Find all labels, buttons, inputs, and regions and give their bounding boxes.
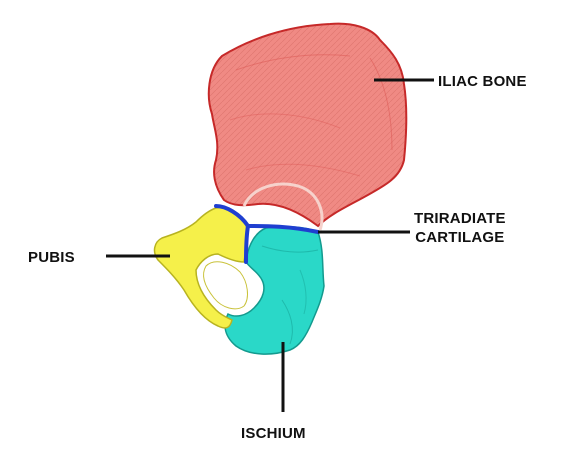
ischium-label: ISCHIUM bbox=[241, 424, 306, 443]
triradiate-cartilage-label: TRIRADIATE CARTILAGE bbox=[414, 209, 506, 247]
iliac-bone-region bbox=[209, 24, 406, 230]
triradiate-label-line2: CARTILAGE bbox=[414, 228, 506, 247]
pubis-label: PUBIS bbox=[28, 248, 75, 267]
obturator-foramen bbox=[204, 262, 248, 309]
pubis-region bbox=[155, 208, 248, 328]
iliac-bone-label: ILIAC BONE bbox=[438, 72, 527, 91]
triradiate-label-line1: TRIRADIATE bbox=[414, 209, 506, 228]
